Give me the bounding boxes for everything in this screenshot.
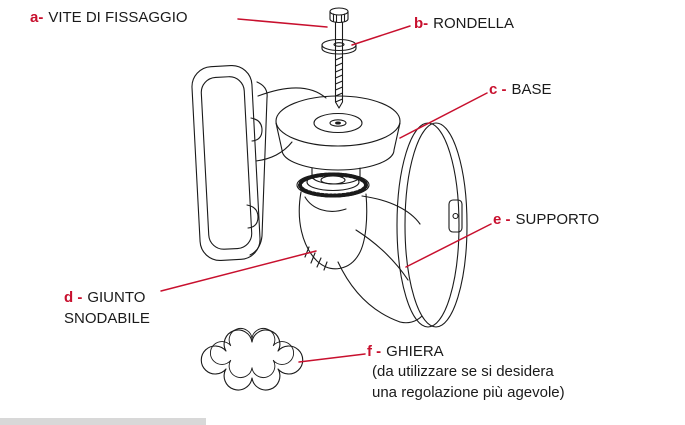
label-text-b: RONDELLA: [433, 15, 515, 32]
label-letter-f: f -: [367, 343, 382, 360]
label-ghiera-note: (da utilizzare se si desidera una regola…: [372, 363, 565, 401]
page-edge-strip: [0, 418, 206, 425]
label-vite-di-fissaggio: a-VITE DI FISSAGGIO: [30, 7, 188, 28]
leader-line-d: [160, 250, 317, 292]
leader-line-f: [298, 353, 366, 363]
label-supporto: e -SUPPORTO: [493, 209, 599, 230]
leader-line-c: [399, 92, 488, 139]
label-text-a: VITE DI FISSAGGIO: [48, 9, 188, 26]
label-letter-c: c -: [489, 81, 507, 98]
washer-drawing: [321, 38, 357, 55]
label-ghiera: f - GHIERA: [367, 341, 444, 362]
screw-drawing: [329, 7, 349, 109]
arm-drawing: [255, 87, 327, 162]
joint-drawing: [296, 172, 370, 271]
knob-drawing: [200, 327, 304, 391]
label-letter-b: b-: [414, 15, 429, 32]
label-rondella: b-RONDELLA: [414, 13, 514, 34]
label-letter-a: a-: [30, 9, 44, 26]
label-text-c: BASE: [511, 81, 552, 98]
leader-line-b: [351, 25, 411, 46]
label-giunto-snodabile: d -GIUNTO SNODABILE: [64, 287, 176, 329]
leader-line-e: [405, 223, 492, 268]
label-base: c -BASE: [489, 79, 552, 100]
leader-line-a: [237, 18, 328, 28]
label-text-d: GIUNTO SNODABILE: [64, 289, 150, 327]
label-letter-d: d -: [64, 289, 83, 306]
label-letter-e: e -: [493, 211, 511, 228]
base-drawing: [275, 95, 401, 185]
label-text-f: GHIERA: [386, 343, 444, 360]
support-drawing: [337, 122, 468, 328]
label-text-e: SUPPORTO: [515, 211, 600, 228]
wall-plate-drawing: [191, 65, 268, 261]
